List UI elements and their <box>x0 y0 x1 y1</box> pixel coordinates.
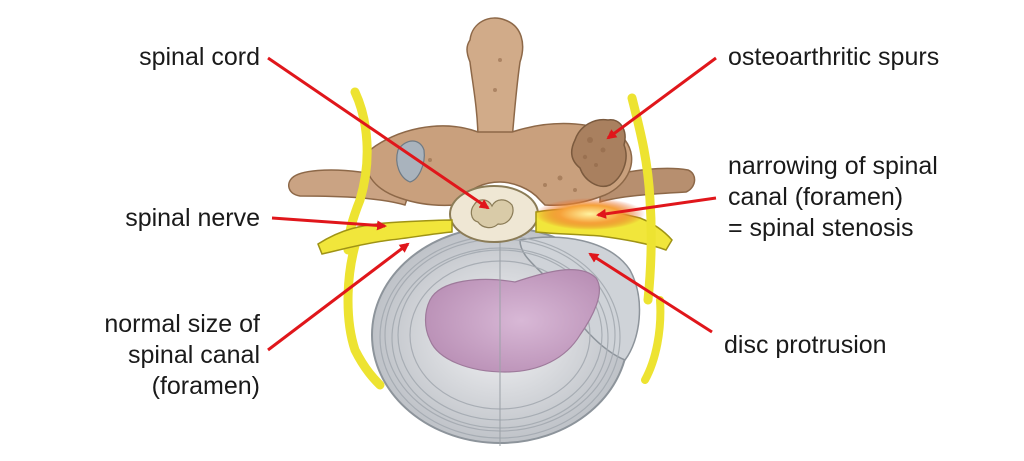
label-narrowing-line3: = spinal stenosis <box>728 214 914 242</box>
label-narrowing: narrowing of spinal canal (foramen) = sp… <box>728 151 938 244</box>
arrow-narrowing <box>596 196 717 219</box>
pointer-arrows <box>267 56 717 352</box>
label-spinal-cord: spinal cord <box>110 42 260 73</box>
right-nerve-lower <box>641 296 665 384</box>
label-normal-canal: normal size of spinal canal (foramen) <box>60 309 260 402</box>
label-narrowing-line1: narrowing of spinal <box>728 152 938 180</box>
inflammation-glow <box>535 198 645 230</box>
nerves <box>317 87 673 390</box>
bone-texture <box>408 58 613 192</box>
arrow-disc-protrusion <box>588 252 713 334</box>
arrow-spinal-nerve <box>271 216 387 231</box>
arrow-spinal-cord <box>267 56 490 210</box>
nucleus-pulposus <box>424 269 600 373</box>
spinous-process <box>466 17 524 141</box>
arrow-normal-canal <box>267 242 410 352</box>
label-normal-canal-line2: spinal canal <box>127 341 260 369</box>
left-nerve-lower <box>343 225 385 390</box>
label-osteoarthritic-spurs-text: osteoarthritic spurs <box>728 43 940 71</box>
label-disc-protrusion-text: disc protrusion <box>724 331 887 359</box>
spinal-canal <box>449 185 539 243</box>
label-narrowing-line2: canal (foramen) <box>728 183 904 211</box>
vertebral-bone <box>287 17 696 207</box>
label-disc-protrusion: disc protrusion <box>724 330 887 361</box>
label-spinal-cord-text: spinal cord <box>139 43 260 71</box>
label-spinal-nerve: spinal nerve <box>90 203 260 234</box>
label-osteoarthritic-spurs: osteoarthritic spurs <box>728 42 939 73</box>
right-nerve-root <box>627 93 656 305</box>
label-spinal-nerve-text: spinal nerve <box>125 204 260 232</box>
arrow-osteoarthritic-spurs <box>606 56 717 140</box>
label-normal-canal-line1: normal size of <box>104 310 260 338</box>
label-normal-canal-line3: (foramen) <box>151 372 260 400</box>
